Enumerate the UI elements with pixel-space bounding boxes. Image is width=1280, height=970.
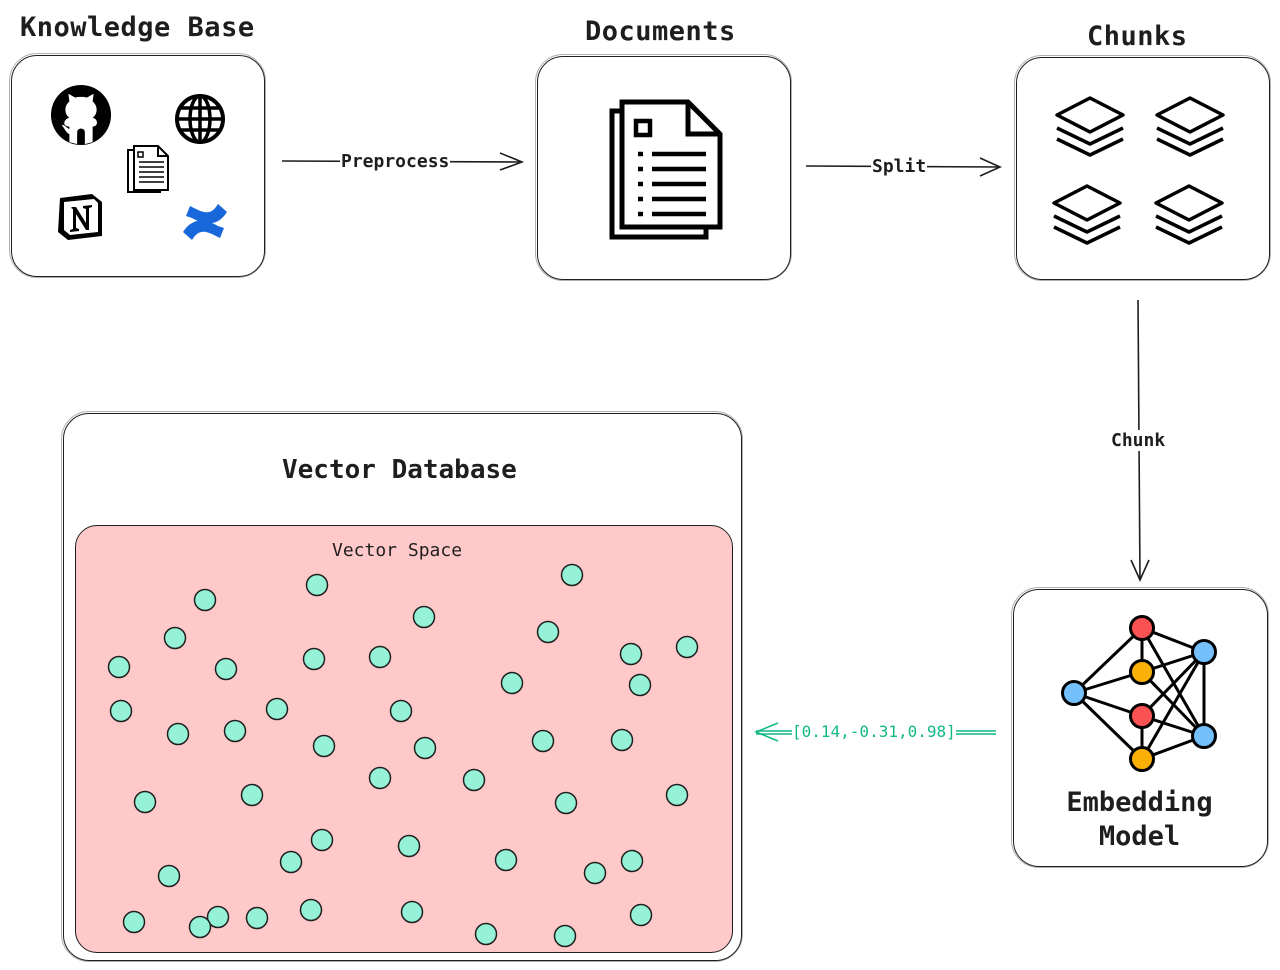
layers-icon [1155,96,1225,157]
network-node [1129,615,1155,641]
documents-box [535,54,792,281]
vector-point [109,699,133,723]
vector-point [133,790,157,814]
vector-point [163,626,187,650]
layers-icon [1052,184,1122,245]
network-node [1061,680,1087,706]
knowledge-base-title: Knowledge Base [20,12,255,43]
vector-point [494,848,518,872]
vector-point [368,766,392,790]
vector-point [628,673,652,697]
vector-point [536,620,560,644]
documents-icon [609,99,723,240]
split-label: Split [871,156,928,177]
chunks-box [1014,55,1271,281]
vector-point [206,905,230,929]
vector-point [675,635,699,659]
vector-point [500,671,524,695]
vector-point [310,828,334,852]
embedding-model-label-line1: Embedding [1066,787,1213,818]
notion-icon [58,194,102,240]
vector-point [312,734,336,758]
vector-point [188,915,212,939]
network-node [1129,746,1155,772]
vector-point [122,910,146,934]
vector-point [619,642,643,666]
vector-point [474,922,498,946]
neural-network-icon [1072,626,1206,761]
vector-point [554,791,578,815]
vector-database-title: Vector Database [282,455,517,485]
knowledge-base-box [9,53,266,278]
layers-icon [1154,184,1224,245]
vector-point [166,722,190,746]
chunk-label: Chunk [1110,430,1167,451]
github-icon [50,84,112,146]
network-node [1129,659,1155,685]
network-node [1191,723,1217,749]
vector-point [610,728,634,752]
vector-point [223,719,247,743]
preprocess-label: Preprocess [340,151,451,172]
vector-point [583,861,607,885]
vector-point [299,898,323,922]
vector-point [531,729,555,753]
vector-point [413,736,437,760]
vector-label: [0.14,-0.31,0.98] [792,722,956,741]
vector-point [620,849,644,873]
vector-point [279,850,303,874]
vector-point [193,588,217,612]
vector-point [665,783,689,807]
document-icon [127,145,169,193]
vector-point [368,645,392,669]
vector-point [553,924,577,948]
chunks-title: Chunks [1087,21,1188,52]
embedding-model-label: Embedding Model [1013,786,1266,854]
vector-point [305,573,329,597]
network-node [1191,639,1217,665]
documents-title: Documents [585,16,736,47]
vector-point [629,903,653,927]
vector-point [240,783,264,807]
vector-point [107,655,131,679]
embedding-model-label-line2: Model [1098,821,1181,852]
confluence-icon [183,204,227,240]
vector-point [265,697,289,721]
vector-point [214,657,238,681]
vector-point [389,699,413,723]
vector-point [397,834,421,858]
vector-point [412,605,436,629]
vector-point [157,864,181,888]
network-node [1129,703,1155,729]
vector-point [400,900,424,924]
vector-point [245,906,269,930]
vector-point [302,647,326,671]
vector-point [462,768,486,792]
globe-icon [175,94,225,144]
vector-point [560,563,584,587]
layers-icon [1055,96,1125,157]
vector-space-label: Vector Space [332,540,463,561]
